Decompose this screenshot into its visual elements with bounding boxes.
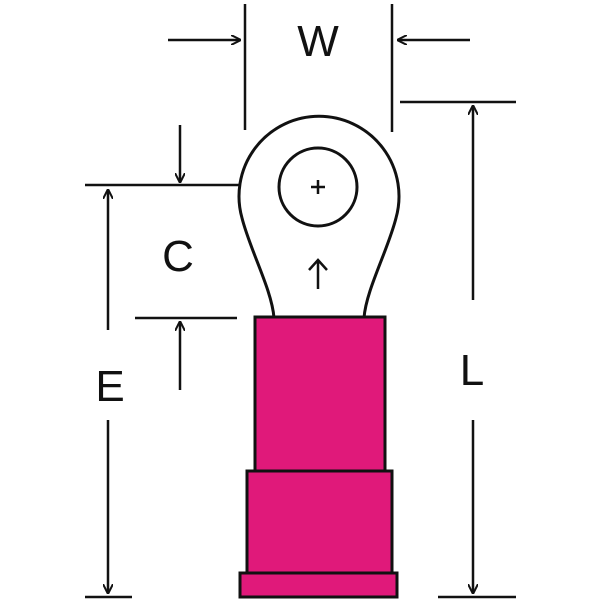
w-dimension	[168, 4, 470, 132]
arrow-up-icon	[308, 258, 328, 289]
e-dimension	[85, 190, 132, 599]
label-c: C	[162, 232, 194, 281]
insulated-barrel	[238, 315, 399, 599]
label-e: E	[95, 362, 124, 411]
label-l: L	[460, 346, 484, 395]
label-w: W	[297, 17, 339, 66]
center-cross-icon	[311, 180, 325, 194]
l-dimension	[400, 100, 516, 599]
ring-tongue	[237, 114, 401, 319]
